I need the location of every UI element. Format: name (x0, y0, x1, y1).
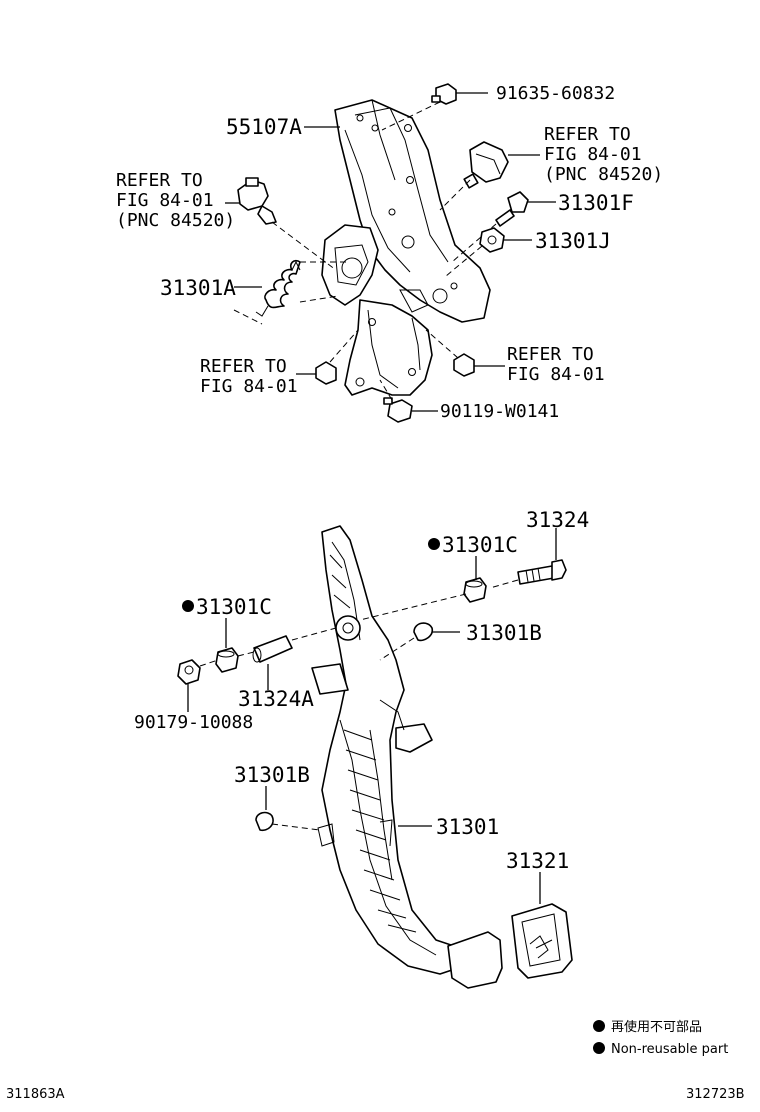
label-55107a: 55107A (226, 115, 302, 139)
label-refer-left-1: REFER TO (116, 170, 203, 191)
footer-left-code: 311863A (6, 1087, 65, 1102)
label-refer-right-1: REFER TO (544, 124, 631, 145)
legend-marker-en (593, 1042, 605, 1054)
label-refer-br-2: FIG 84-01 (507, 364, 605, 385)
legend-en: Non-reusable part (611, 1042, 728, 1057)
cushion-31301b-right (413, 622, 434, 642)
label-31321: 31321 (506, 849, 569, 873)
brake-pedal-arm (311, 525, 461, 975)
label-refer-right-2: FIG 84-01 (544, 144, 642, 165)
legend-jp: 再使用不可部品 (611, 1019, 702, 1035)
switch-left (237, 177, 277, 225)
bolt-90119 (383, 397, 413, 423)
label-31301j: 31301J (535, 229, 611, 253)
non-reusable-marker-left (182, 600, 194, 612)
nut-right-lower (453, 353, 475, 377)
bushing-31301c-left (215, 647, 239, 673)
collar-31324a (252, 635, 293, 663)
pedal-bracket (321, 99, 491, 396)
label-31301b-right: 31301B (466, 621, 542, 645)
stop-lamp-switch-right (463, 141, 509, 189)
bushing-31301c-right (463, 577, 487, 603)
label-refer-bl-2: FIG 84-01 (200, 376, 298, 397)
label-31301f: 31301F (558, 191, 634, 215)
label-90179-10088: 90179-10088 (134, 712, 253, 733)
nut-90179 (177, 659, 201, 685)
nut-left-lower (315, 361, 337, 385)
label-31301: 31301 (436, 815, 499, 839)
label-refer-left-3: (PNC 84520) (116, 210, 235, 231)
label-31301a: 31301A (160, 276, 236, 300)
label-91635-60832: 91635-60832 (496, 83, 615, 104)
label-31301c-right: 31301C (442, 533, 518, 557)
bolt-31301f (495, 191, 529, 227)
label-31324a: 31324A (238, 687, 314, 711)
legend-marker-jp (593, 1020, 605, 1032)
pedal-foot (447, 931, 503, 989)
pedal-pad-31321 (511, 903, 573, 979)
label-31301b-left: 31301B (234, 763, 310, 787)
footer-right-code: 312723B (686, 1087, 745, 1102)
nut-31301j (479, 227, 505, 253)
spring-31301a (255, 259, 301, 317)
label-refer-bl-1: REFER TO (200, 356, 287, 377)
label-90119-w0141: 90119-W0141 (440, 401, 559, 422)
label-refer-left-2: FIG 84-01 (116, 190, 214, 211)
label-31301c-left: 31301C (196, 595, 272, 619)
label-refer-br-1: REFER TO (507, 344, 594, 365)
label-31324: 31324 (526, 508, 589, 532)
bolt-31324 (517, 559, 567, 585)
bolt-91635 (431, 83, 457, 105)
legend: 再使用不可部品 Non-reusable part (593, 1019, 728, 1057)
non-reusable-marker-right (428, 538, 440, 550)
label-refer-right-3: (PNC 84520) (544, 164, 663, 185)
cushion-31301b-left (255, 811, 274, 832)
